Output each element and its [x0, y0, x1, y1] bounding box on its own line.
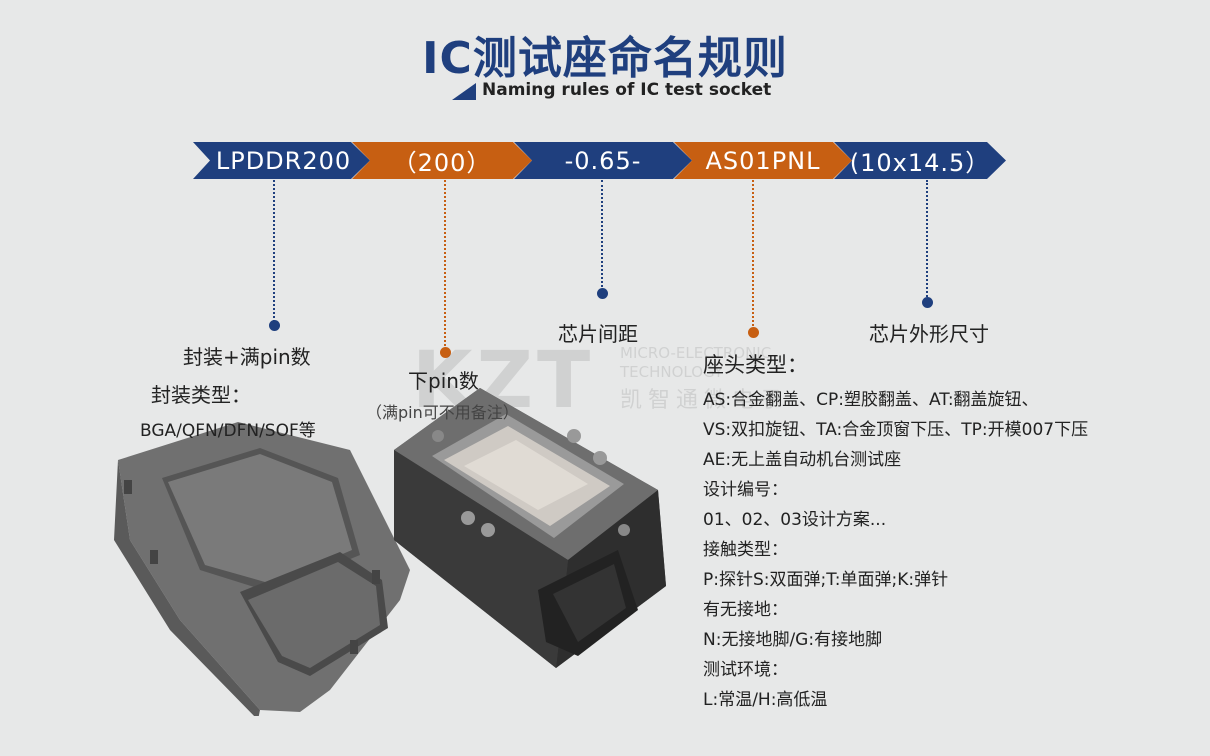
segment-head-type-text: AS01PNL [705, 146, 821, 175]
dot-down-pin [440, 347, 451, 358]
legend-line: L:常温/H:高低温 [703, 690, 828, 710]
watermark-line1: MICRO-ELECTRONIC [620, 344, 772, 362]
legend-line: 有无接地： [703, 600, 788, 620]
watermark-english: MICRO-ELECTRONIC TECHNOLOGY [620, 344, 771, 382]
segment-chip-size-text: (10x14.5） [849, 149, 991, 177]
segment-pitch-text: -0.65- [564, 146, 642, 175]
socket-closed-image [114, 422, 410, 716]
segment-package: LPDDR200 [193, 142, 370, 179]
segment-head-type: AS01PNL [674, 142, 852, 179]
label-package-examples: BGA/QFN/DFN/SOF等 [140, 421, 316, 441]
legend-line: AE:无上盖自动机台测试座 [703, 450, 902, 470]
connector-pitch [601, 180, 603, 291]
legend-line: 01、02、03设计方案... [703, 510, 887, 530]
dot-pitch [597, 288, 608, 299]
label-down-pin-note: （满pin可不用备注） [366, 403, 519, 422]
legend-line: 设计编号： [703, 480, 788, 500]
connector-chip-size [926, 180, 928, 300]
legend-line: AS:合金翻盖、CP:塑胶翻盖、AT:翻盖旋钮、 [703, 390, 1039, 410]
segment-down-pin: （200） [352, 142, 532, 179]
segment-chip-size: (10x14.5） [834, 142, 1006, 179]
legend-line: VS:双扣旋钮、TA:合金顶窗下压、TP:开模007下压 [703, 420, 1089, 440]
dot-head-type [748, 327, 759, 338]
segment-down-pin-text: （200） [392, 149, 492, 177]
watermark-line2: TECHNOLOGY [620, 363, 724, 381]
watermark-chinese: 凯智通微电子 [620, 388, 789, 413]
legend-line: N:无接地脚/G:有接地脚 [703, 630, 883, 650]
legend-line: 接触类型： [703, 540, 788, 560]
label-down-pin: 下pin数 [408, 369, 479, 393]
legend-line: P:探针S:双面弹;T:单面弹;K:弹针 [703, 570, 949, 590]
segment-pitch: -0.65- [514, 142, 692, 179]
head-type-legend: 座头类型： AS:合金翻盖、CP:塑胶翻盖、AT:翻盖旋钮、 VS:双扣旋钮、T… [703, 349, 1088, 715]
label-package-pin: 封装+满pin数 [183, 345, 311, 369]
legend-heading: 座头类型： [703, 353, 808, 377]
triangle-icon [452, 83, 476, 100]
label-pitch: 芯片间距 [558, 322, 638, 346]
legend-line: 测试环境： [703, 660, 788, 680]
label-chip-size: 芯片外形尺寸 [869, 322, 989, 346]
page-subtitle: Naming rules of IC test socket [482, 80, 772, 100]
dot-package [269, 320, 280, 331]
connector-head-type [752, 180, 754, 330]
connector-down-pin [444, 180, 446, 350]
connector-package [273, 180, 275, 322]
segment-package-text: LPDDR200 [215, 146, 352, 175]
label-package-type: 封装类型： [151, 383, 251, 407]
page-title: IC测试座命名规则 [422, 33, 788, 84]
dot-chip-size [922, 297, 933, 308]
socket-open-image [394, 388, 666, 668]
